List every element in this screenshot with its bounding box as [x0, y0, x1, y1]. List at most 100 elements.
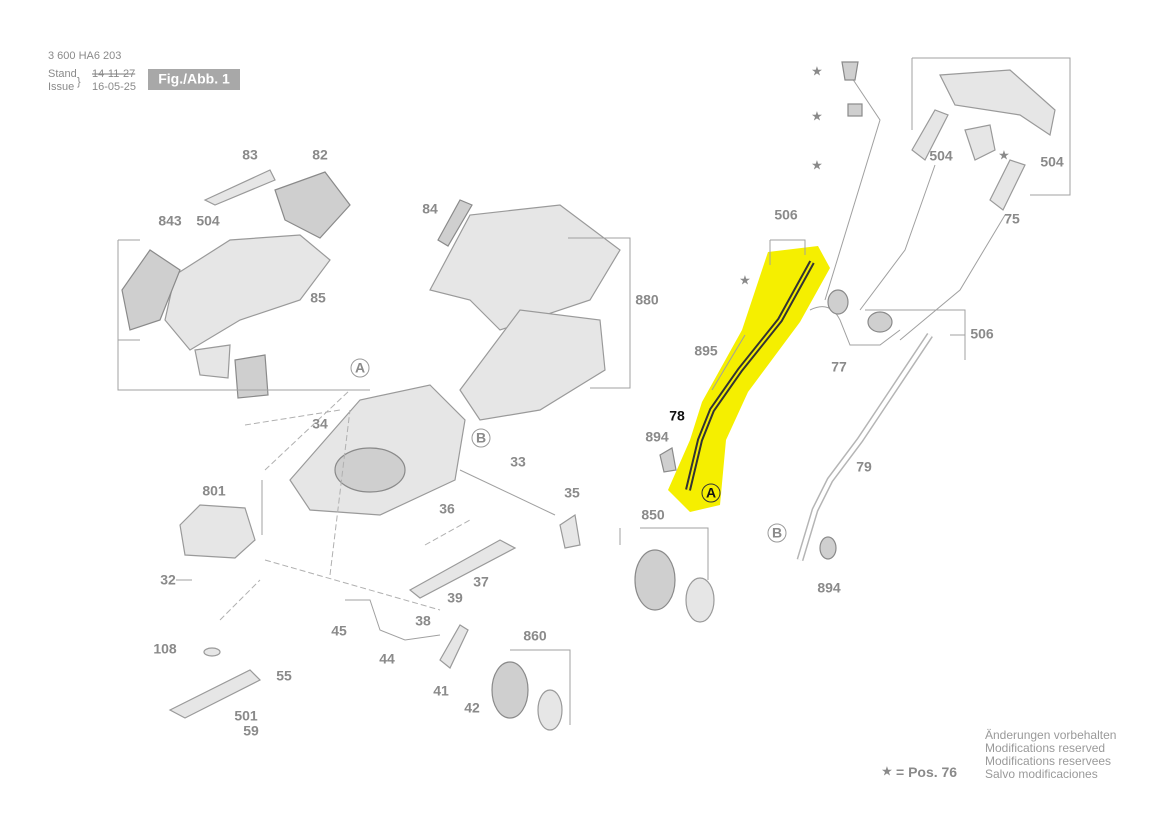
label-843: 843	[158, 213, 182, 229]
part-37	[408, 539, 517, 599]
ref-a-handle: A	[706, 485, 716, 501]
part-75-tube-r	[989, 159, 1026, 211]
part-880-lid	[429, 204, 621, 331]
label-33: 33	[510, 454, 526, 470]
ref-b-handle: B	[772, 525, 782, 541]
part-83	[203, 169, 276, 206]
part-894a	[659, 447, 677, 473]
part-76-lever	[847, 103, 863, 117]
part-number: 3 600 HA6 203	[48, 50, 121, 62]
label-504: 504	[196, 213, 220, 229]
ref-b: B	[476, 430, 486, 446]
label-894-right: 894	[817, 580, 841, 596]
label-850: 850	[641, 507, 665, 523]
knob-l	[827, 289, 849, 315]
legend-star-icon: ★	[881, 763, 893, 778]
label-84: 84	[422, 201, 438, 217]
label-85: 85	[310, 290, 326, 306]
stand-date: 14-11-27	[92, 68, 135, 80]
part-44	[345, 599, 441, 641]
label-42: 42	[464, 700, 480, 716]
part-894b	[819, 536, 837, 560]
part-82	[274, 171, 351, 239]
note-es: Salvo modificaciones	[985, 767, 1098, 781]
note-fr: Modifications reservees	[985, 754, 1111, 768]
part-84	[437, 199, 473, 247]
star-icon: ★	[811, 63, 823, 78]
label-894-left: 894	[645, 429, 669, 445]
knob-r	[867, 311, 893, 333]
part-76-clip	[841, 61, 859, 81]
deck-cavity	[334, 447, 406, 493]
figure-badge	[148, 69, 240, 90]
label-35: 35	[564, 485, 580, 501]
label-801: 801	[202, 483, 226, 499]
label-860: 860	[523, 628, 547, 644]
label-504-handle-r: 504	[1040, 154, 1064, 170]
label-39: 39	[447, 590, 463, 606]
part-860-wheel	[491, 661, 529, 719]
part-79-inner	[798, 333, 932, 561]
part-switch	[964, 124, 996, 161]
part-35	[559, 513, 581, 549]
label-108: 108	[153, 641, 177, 657]
part-flap	[194, 344, 231, 379]
label-506-right: 506	[970, 326, 994, 342]
label-501: 501	[234, 708, 258, 724]
brace: }	[77, 76, 81, 88]
star-icon: ★	[811, 157, 823, 172]
label-75: 75	[1004, 211, 1020, 227]
part-36	[424, 519, 471, 546]
star-icon: ★	[739, 272, 751, 287]
stand-label: Stand	[48, 68, 77, 80]
part-79	[796, 333, 933, 562]
legend-text: = Pos. 76	[896, 764, 957, 780]
part-801	[179, 504, 256, 559]
label-79: 79	[856, 459, 872, 475]
figure-label: Fig./Abb. 1	[158, 71, 230, 87]
part-843-grille	[121, 249, 181, 331]
note-de: Änderungen vorbehalten	[985, 728, 1116, 742]
label-44: 44	[379, 651, 395, 667]
label-41: 41	[433, 683, 449, 699]
label-38: 38	[415, 613, 431, 629]
ref-a: A	[355, 360, 365, 376]
part-41	[439, 624, 469, 669]
issue-label: Issue	[48, 81, 74, 93]
label-506-top: 506	[774, 207, 798, 223]
part-75-rods	[859, 164, 1006, 341]
part-860-cap	[537, 689, 563, 731]
part-108	[203, 647, 221, 657]
part-843-cover	[164, 234, 331, 351]
star-icon: ★	[811, 108, 823, 123]
label-880: 880	[635, 292, 659, 308]
highlight-78	[668, 246, 830, 512]
part-33	[459, 469, 556, 516]
part-75-grip	[939, 69, 1056, 136]
part-850-cap	[685, 577, 715, 623]
label-83: 83	[242, 147, 258, 163]
label-55: 55	[276, 668, 292, 684]
part-75-tube-l	[911, 109, 949, 161]
label-77: 77	[831, 359, 847, 375]
note-en: Modifications reserved	[985, 741, 1105, 755]
part-grille-small	[234, 354, 269, 399]
part-880-box	[459, 309, 606, 421]
part-850-wheel	[634, 549, 676, 611]
part-76-cable	[824, 74, 881, 301]
star-icon: ★	[998, 147, 1010, 162]
part-55	[168, 669, 262, 719]
label-36: 36	[439, 501, 455, 517]
issue-date: 16-05-25	[92, 81, 136, 93]
label-78: 78	[669, 408, 685, 424]
label-45: 45	[331, 623, 347, 639]
label-34: 34	[312, 416, 328, 432]
label-504-handle-l: 504	[929, 148, 953, 164]
part-78-inner	[687, 261, 813, 491]
label-32: 32	[160, 572, 176, 588]
label-37: 37	[473, 574, 489, 590]
label-895: 895	[694, 343, 718, 359]
label-82: 82	[312, 147, 328, 163]
